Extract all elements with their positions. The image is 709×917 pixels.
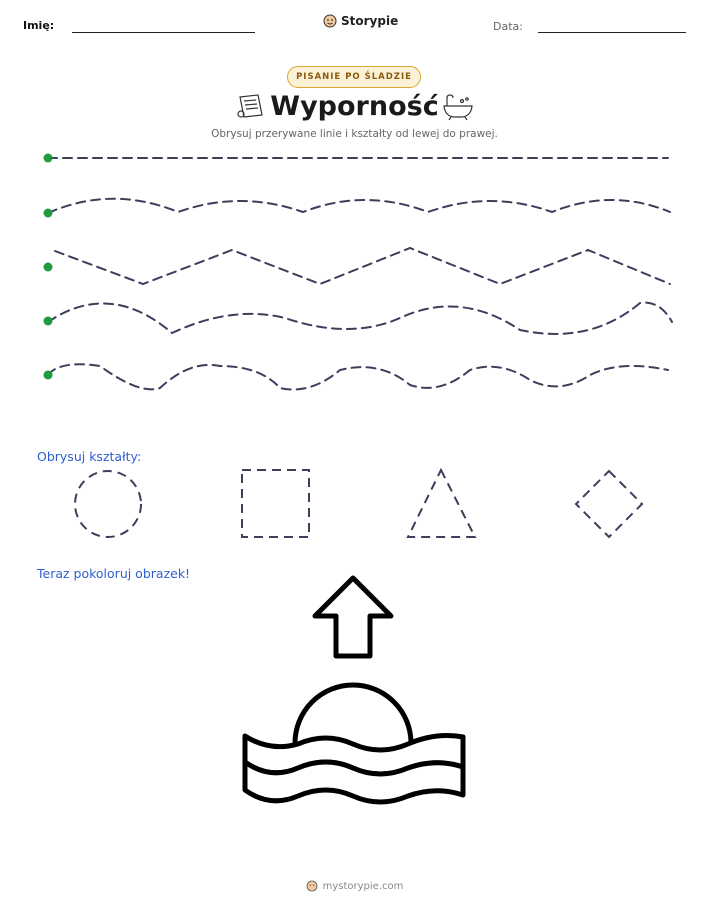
start-dot-5 (43, 370, 53, 380)
color-section-label: Teraz pokoloruj obrazek! (37, 566, 191, 581)
start-dot-2 (43, 208, 53, 218)
shapes-section-label: Obrysuj kształty: (37, 449, 142, 464)
trace-circle[interactable] (74, 470, 142, 538)
trace-diamond[interactable] (574, 469, 644, 539)
trace-triangle[interactable] (406, 467, 477, 538)
date-line[interactable] (538, 32, 686, 33)
water-wave-bottom[interactable] (242, 759, 466, 805)
trace-line-wave-2[interactable] (47, 301, 673, 335)
trace-line-wave-1[interactable] (47, 197, 671, 214)
start-dot-1 (43, 153, 53, 163)
brand-logo: Storypie (323, 14, 398, 28)
page-title: Wyporność (270, 91, 439, 122)
start-dot-3 (43, 262, 53, 272)
coloring-picture[interactable] (242, 575, 466, 805)
floating-ball-shape[interactable] (292, 682, 414, 744)
brand-name: Storypie (341, 14, 399, 28)
pie-mascot-icon (306, 880, 318, 892)
trace-line-zigzag[interactable] (54, 246, 671, 286)
footer-url[interactable]: mystorypie.com (322, 880, 404, 892)
date-label: Data: (493, 20, 523, 33)
activity-badge: PISANIE PO ŚLADZIE (287, 66, 421, 88)
name-label: Imię: (23, 19, 55, 32)
start-dot-4 (43, 316, 53, 326)
pie-mascot-icon (323, 14, 337, 28)
arrow-up-shape[interactable] (312, 575, 394, 659)
instructions: Obrysuj przerywane linie i kształty od l… (211, 128, 498, 140)
trace-square[interactable] (241, 469, 310, 538)
footer: mystorypie.com (0, 880, 709, 892)
name-line[interactable] (72, 32, 255, 33)
trace-line-wave-3[interactable] (47, 363, 669, 391)
